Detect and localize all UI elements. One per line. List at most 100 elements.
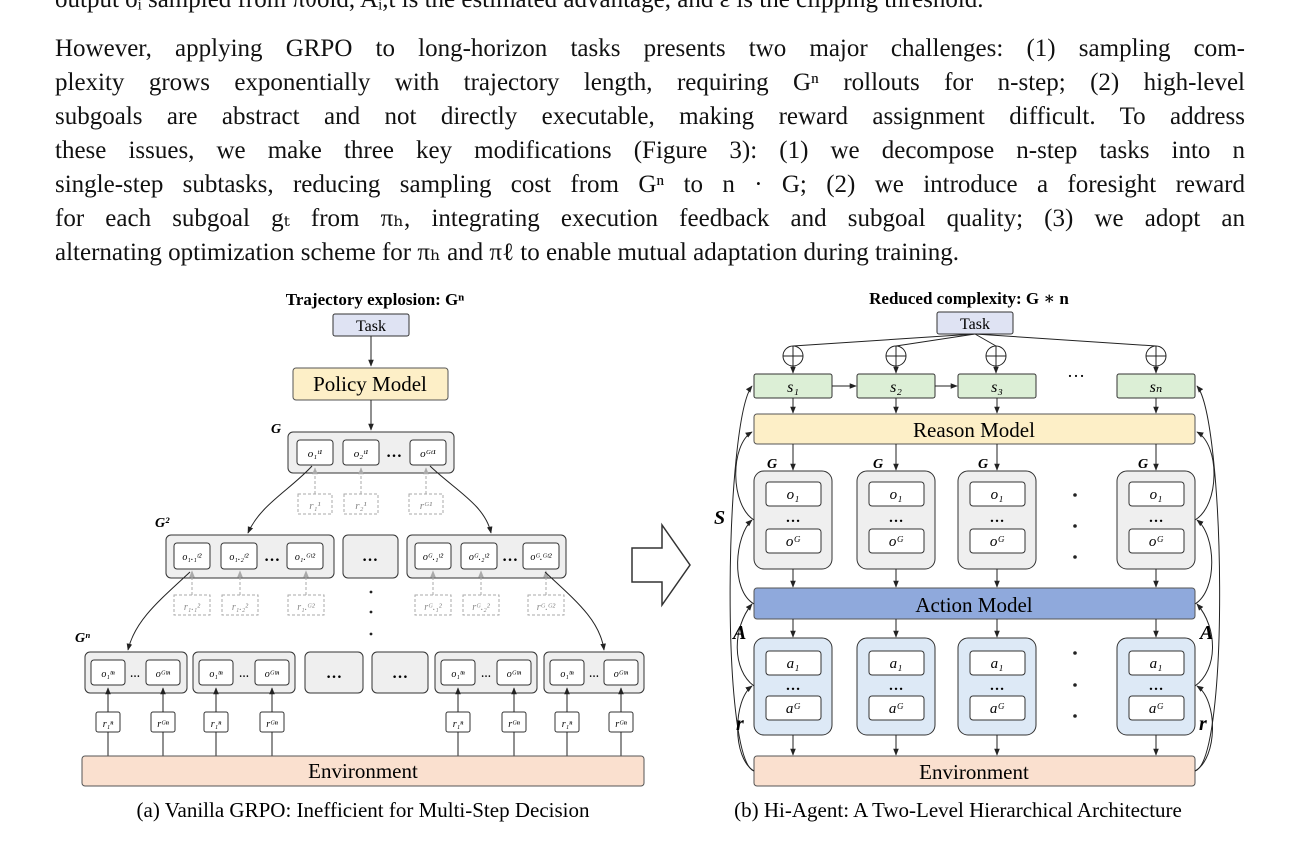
- ellipsis: …: [990, 510, 1005, 526]
- ellipsis: …: [786, 678, 801, 694]
- output: o₁: [991, 487, 1004, 503]
- ellipsis: …: [392, 665, 408, 682]
- paragraph-line: plexity grows exponentially with traject…: [55, 69, 1245, 96]
- output: o₁ᵗⁿ: [560, 669, 574, 680]
- ellipsis: …: [889, 678, 904, 694]
- ellipsis: …: [990, 678, 1005, 694]
- paragraph-line: single-step subtasks, reducing sampling …: [55, 171, 1245, 198]
- output: o₁.ᴳᵗ²: [295, 552, 316, 563]
- ellipsis: …: [481, 669, 491, 680]
- state-label: sₙ: [1150, 379, 1163, 396]
- reward: rᴳⁿ: [615, 719, 627, 730]
- output: o₁ᵗ¹: [308, 448, 322, 460]
- reason-model-label: Reason Model: [913, 418, 1035, 442]
- ellipsis: …: [1067, 361, 1085, 381]
- side-label-s: S: [714, 507, 725, 529]
- reward: r₁.ᴳ²: [297, 602, 315, 613]
- action: a₁: [1150, 656, 1163, 672]
- reward: r₁.₂²: [232, 602, 249, 613]
- ellipsis: …: [264, 548, 280, 565]
- paragraph-line: for each subgoal gₜ from πₕ, integrating…: [55, 205, 1245, 232]
- environment-label: Environment: [308, 759, 418, 783]
- action: aᴳ: [786, 701, 801, 717]
- reward: r₁ⁿ: [211, 719, 222, 730]
- ellipsis: …: [589, 669, 599, 680]
- action: aᴳ: [889, 701, 904, 717]
- action: a₁: [787, 656, 800, 672]
- reward: r₁ⁿ: [453, 719, 464, 730]
- environment-box: [81, 755, 645, 787]
- level-2-label: G²: [155, 516, 170, 531]
- output: oᴳᵗⁿ: [507, 669, 522, 680]
- previous-line-fragment: output oᵢ sampled from πθold, Aᵢ,t is th…: [55, 0, 984, 14]
- paragraph-line: alternating optimization scheme for πₕ a…: [55, 239, 960, 266]
- reward: rᴳⁿ: [266, 719, 278, 730]
- group-size-label: G: [978, 457, 988, 472]
- output: oᴳᵗⁿ: [265, 669, 280, 680]
- side-label-a-right: A: [1198, 622, 1213, 644]
- figure-a-caption: (a) Vanilla GRPO: Inefficient for Multi-…: [137, 798, 590, 822]
- reward: rᴳ.₁²: [424, 602, 442, 613]
- plus-icons: [782, 345, 1167, 367]
- action-model-label: Action Model: [915, 593, 1032, 617]
- output: oᴳ: [1149, 534, 1164, 550]
- action: aᴳ: [1149, 701, 1164, 717]
- task-label: Task: [356, 318, 386, 335]
- output: oᴳ.₁ᵗ²: [423, 552, 444, 563]
- output: o₁: [787, 487, 800, 503]
- reward: r₁ⁿ: [562, 719, 573, 730]
- reward: r₁ⁿ: [103, 719, 114, 730]
- transition-arrow-icon: [631, 522, 691, 608]
- ellipsis: …: [239, 669, 249, 680]
- state-label: s₂: [890, 379, 902, 396]
- ellipsis: …: [1149, 510, 1164, 526]
- state-label: s₃: [991, 379, 1003, 396]
- reward: rᴳⁿ: [157, 719, 169, 730]
- level-n-label: Gⁿ: [75, 631, 90, 646]
- output: oᴳᵗⁿ: [614, 669, 629, 680]
- output: o₁ᵗⁿ: [209, 669, 223, 680]
- ellipsis: …: [386, 444, 402, 461]
- output: o₁: [1150, 487, 1163, 503]
- output: oᴳ: [786, 534, 801, 550]
- output: oᴳ: [889, 534, 904, 550]
- output: oᴳᵗ¹: [420, 448, 436, 460]
- ellipsis: …: [362, 548, 378, 565]
- reason-model-box: [753, 413, 1196, 445]
- policy-model-label: Policy Model: [313, 372, 427, 396]
- figure-a: Trajectory explosion: Gⁿ Task Policy Mod…: [75, 290, 645, 822]
- output: o₁: [890, 487, 903, 503]
- reward: r₁.₁²: [184, 602, 201, 613]
- ellipsis: …: [786, 510, 801, 526]
- output: oᴳ: [990, 534, 1005, 550]
- ellipsis: …: [1149, 678, 1164, 694]
- reward: r₁¹: [309, 500, 320, 512]
- reward: r₂¹: [355, 500, 366, 512]
- environment-label: Environment: [919, 760, 1029, 784]
- reward: rᴳ.₂²: [472, 602, 490, 613]
- paragraph-line: these issues, we make three key modifica…: [55, 137, 1245, 164]
- group-size-label: G: [767, 457, 777, 472]
- output: o₁.₂ᵗ²: [229, 552, 249, 563]
- reward: rᴳⁿ: [508, 719, 520, 730]
- output: o₁ᵗⁿ: [451, 669, 465, 680]
- task-label: Task: [960, 316, 990, 333]
- output: o₁ᵗⁿ: [101, 669, 115, 680]
- action: aᴳ: [990, 701, 1005, 717]
- level-2-group-mid: [342, 534, 399, 579]
- reward: rᴳ.ᴳ²: [537, 602, 556, 613]
- paragraph-line: subgoals are abstract and not directly e…: [55, 103, 1245, 130]
- ellipsis: …: [502, 548, 518, 565]
- action: a₁: [991, 656, 1004, 672]
- output: o₂ᵗ¹: [354, 448, 368, 460]
- figure-a-title: Trajectory explosion: Gⁿ: [286, 290, 464, 309]
- side-label-r-right: r: [1199, 713, 1207, 735]
- ellipsis: …: [130, 669, 140, 680]
- paragraph-line: However, applying GRPO to long-horizon t…: [55, 35, 1245, 62]
- group-size-label: G: [1138, 457, 1148, 472]
- level-1-label: G: [271, 422, 281, 437]
- output: oᴳᵗⁿ: [156, 669, 171, 680]
- side-label-r-left: r: [736, 713, 744, 735]
- figure-b: Reduced complexity: G ∗ n Task s₁ s₂ s₃: [714, 289, 1221, 822]
